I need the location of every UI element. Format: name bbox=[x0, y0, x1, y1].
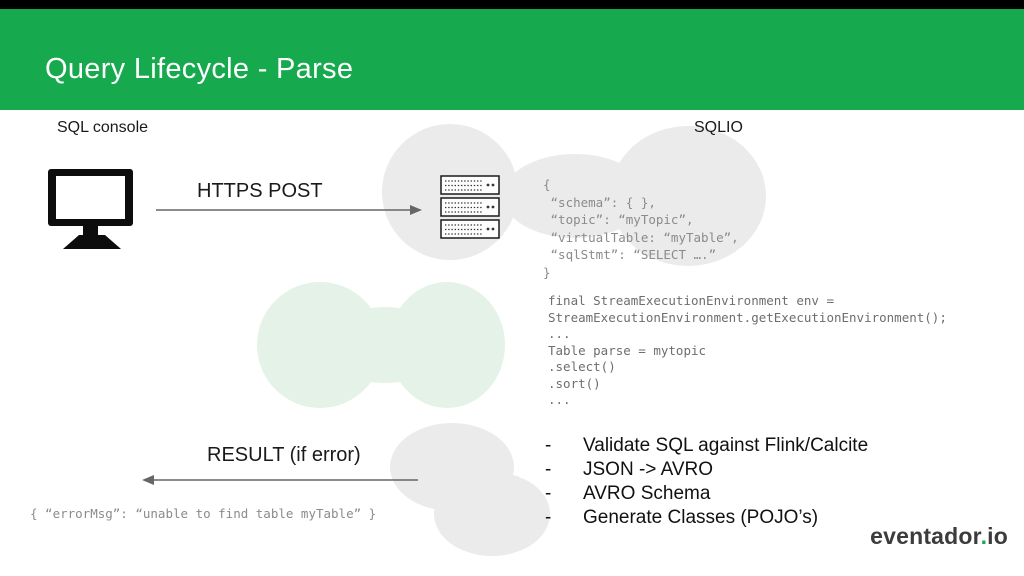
label-sqlio: SQLIO bbox=[694, 119, 743, 136]
blob-top-gray bbox=[382, 124, 766, 266]
bullet-dash: - bbox=[545, 483, 552, 504]
top-black-bar bbox=[0, 0, 1024, 9]
list-item: - JSON -> AVRO bbox=[545, 458, 868, 482]
logo-dot: . bbox=[980, 523, 988, 549]
label-result: RESULT (if error) bbox=[207, 444, 361, 466]
label-sql-console: SQL console bbox=[57, 119, 149, 136]
list-item: - Generate Classes (POJO’s) bbox=[545, 506, 868, 530]
result-arrow bbox=[142, 475, 418, 485]
bullet-dash: - bbox=[545, 459, 552, 480]
label-https-post: HTTPS POST bbox=[197, 180, 323, 202]
blob-middle-green bbox=[257, 282, 505, 408]
bullet-text: AVRO Schema bbox=[583, 483, 711, 504]
parse-steps-list: - Validate SQL against Flink/Calcite - J… bbox=[545, 434, 868, 530]
list-item: - AVRO Schema bbox=[545, 482, 868, 506]
flink-code: final StreamExecutionEnvironment env = S… bbox=[548, 293, 947, 407]
bullet-text: JSON -> AVRO bbox=[583, 459, 714, 480]
bullet-text: Generate Classes (POJO’s) bbox=[583, 507, 819, 528]
logo-tld: io bbox=[987, 523, 1008, 549]
slide-title: Query Lifecycle - Parse bbox=[45, 53, 354, 85]
https-post-arrow bbox=[156, 205, 422, 215]
bullet-text: Validate SQL against Flink/Calcite bbox=[583, 435, 869, 456]
list-item: - Validate SQL against Flink/Calcite bbox=[545, 434, 868, 458]
bullet-dash: - bbox=[545, 507, 552, 528]
eventador-logo: eventador.io bbox=[870, 523, 1008, 550]
logo-name: eventador bbox=[870, 523, 981, 549]
request-json-code: { “schema”: { }, “topic”: “myTopic”, “vi… bbox=[543, 177, 739, 280]
blob-bottom-gray bbox=[390, 423, 550, 556]
error-message-code: { “errorMsg”: “unable to find table myTa… bbox=[30, 506, 377, 521]
monitor-icon bbox=[48, 169, 133, 249]
slide-header: Query Lifecycle - Parse bbox=[0, 9, 1024, 110]
server-stack-icon bbox=[440, 175, 500, 239]
bullet-dash: - bbox=[545, 435, 552, 456]
